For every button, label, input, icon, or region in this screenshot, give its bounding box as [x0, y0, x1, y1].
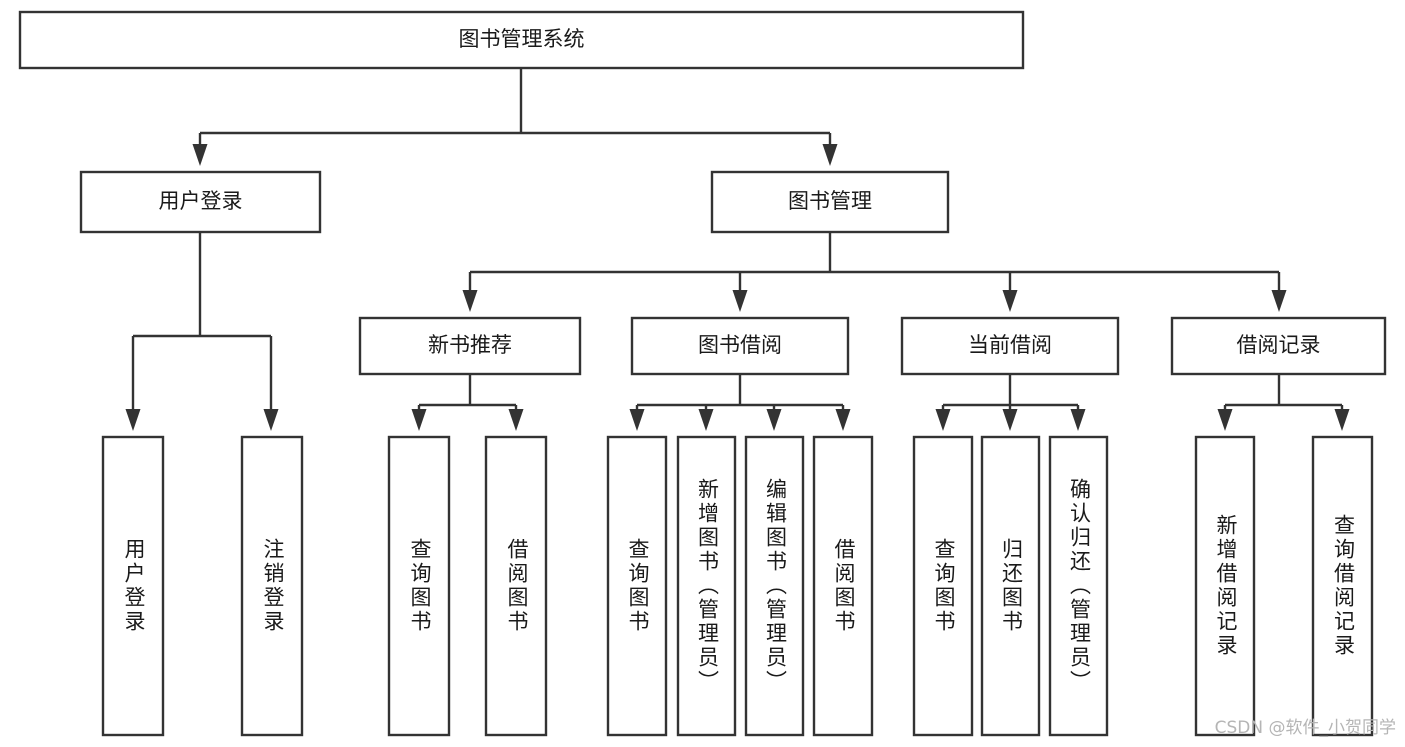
node-label-borrow-record: 借阅记录	[1237, 333, 1321, 357]
node-current-borrow[interactable]: 当前借阅	[900, 316, 1120, 376]
node-box-new-book-rec[interactable]	[358, 316, 582, 376]
node-leaf-cb-confirm[interactable]: 确认归还（管理员）	[1048, 435, 1109, 737]
node-box-leaf-cb-confirm[interactable]	[1048, 435, 1109, 737]
node-leaf-user-logout[interactable]: 注销登录	[240, 435, 304, 737]
node-leaf-bb-add[interactable]: 新增图书（管理员）	[676, 435, 737, 737]
node-label-user-login: 用户登录	[159, 189, 243, 213]
node-box-leaf-rec-query[interactable]	[387, 435, 451, 737]
node-book-manage[interactable]: 图书管理	[710, 170, 950, 234]
node-label-leaf-bb-edit: 编辑图书（管理员）	[764, 478, 788, 694]
node-leaf-user-login[interactable]: 用户登录	[101, 435, 165, 737]
conn-root	[192, 68, 838, 166]
node-box-book-manage[interactable]	[710, 170, 950, 234]
node-label-leaf-cb-return: 归还图书	[1000, 538, 1024, 634]
node-leaf-cb-query[interactable]: 查询图书	[912, 435, 974, 737]
conn-new-book-rec-arrow-icon-0	[411, 409, 427, 431]
conn-book-borrow-arrow-icon-3	[835, 409, 851, 431]
node-user-login[interactable]: 用户登录	[79, 170, 322, 234]
node-new-book-rec[interactable]: 新书推荐	[358, 316, 582, 376]
node-label-book-borrow: 图书借阅	[698, 333, 782, 357]
node-leaf-rec-borrow[interactable]: 借阅图书	[484, 435, 548, 737]
conn-user-login-arrow-icon-1	[263, 409, 279, 431]
conn-new-book-rec-arrow-icon-1	[508, 409, 524, 431]
node-leaf-cb-return[interactable]: 归还图书	[980, 435, 1041, 737]
node-borrow-record[interactable]: 借阅记录	[1170, 316, 1387, 376]
conn-book-manage-arrow-icon-0	[462, 290, 478, 312]
node-label-leaf-cb-query: 查询图书	[932, 538, 956, 634]
node-label-leaf-user-login: 用户登录	[122, 538, 146, 634]
conn-borrow-record	[1217, 374, 1350, 431]
connector-layer	[125, 68, 1350, 431]
node-label-new-book-rec: 新书推荐	[428, 333, 512, 357]
conn-borrow-record-arrow-icon-0	[1217, 409, 1233, 431]
node-box-leaf-cb-return[interactable]	[980, 435, 1041, 737]
node-layer: 图书管理系统用户登录图书管理新书推荐图书借阅当前借阅借阅记录用户登录注销登录查询…	[18, 10, 1387, 737]
node-label-leaf-cb-confirm: 确认归还（管理员）	[1068, 478, 1092, 694]
node-label-root: 图书管理系统	[459, 27, 585, 51]
node-leaf-rec-query[interactable]: 查询图书	[387, 435, 451, 737]
conn-book-manage-arrow-icon-3	[1271, 290, 1287, 312]
node-box-borrow-record[interactable]	[1170, 316, 1387, 376]
node-box-leaf-user-login[interactable]	[101, 435, 165, 737]
conn-book-borrow-arrow-icon-2	[766, 409, 782, 431]
node-label-current-borrow: 当前借阅	[968, 333, 1052, 357]
conn-current-borrow	[935, 374, 1086, 431]
node-box-root[interactable]	[18, 10, 1025, 70]
node-leaf-bb-query[interactable]: 查询图书	[606, 435, 668, 737]
node-label-leaf-rec-borrow: 借阅图书	[505, 538, 529, 634]
conn-root-arrow-icon-1	[822, 144, 838, 166]
node-box-user-login[interactable]	[79, 170, 322, 234]
node-label-leaf-bb-borrow: 借阅图书	[832, 538, 856, 634]
node-leaf-bb-borrow[interactable]: 借阅图书	[812, 435, 874, 737]
node-box-leaf-br-query[interactable]	[1311, 435, 1374, 737]
conn-book-borrow-arrow-icon-1	[698, 409, 714, 431]
node-leaf-br-add[interactable]: 新增借阅记录	[1194, 435, 1256, 737]
node-box-book-borrow[interactable]	[630, 316, 850, 376]
node-label-leaf-bb-add: 新增图书（管理员）	[696, 478, 720, 694]
node-box-leaf-bb-edit[interactable]	[744, 435, 805, 737]
node-box-leaf-rec-borrow[interactable]	[484, 435, 548, 737]
node-box-leaf-bb-add[interactable]	[676, 435, 737, 737]
conn-user-login-arrow-icon-0	[125, 409, 141, 431]
conn-book-borrow-arrow-icon-0	[629, 409, 645, 431]
node-label-leaf-br-query: 查询借阅记录	[1332, 514, 1356, 658]
node-book-borrow[interactable]: 图书借阅	[630, 316, 850, 376]
conn-current-borrow-arrow-icon-1	[1002, 409, 1018, 431]
conn-current-borrow-arrow-icon-2	[1070, 409, 1086, 431]
node-box-leaf-bb-borrow[interactable]	[812, 435, 874, 737]
conn-book-manage-arrow-icon-1	[732, 290, 748, 312]
node-leaf-bb-edit[interactable]: 编辑图书（管理员）	[744, 435, 805, 737]
node-label-leaf-bb-query: 查询图书	[626, 538, 650, 634]
conn-root-arrow-icon-0	[192, 144, 208, 166]
node-leaf-br-query[interactable]: 查询借阅记录	[1311, 435, 1374, 737]
node-label-leaf-user-logout: 注销登录	[261, 538, 285, 634]
conn-current-borrow-arrow-icon-0	[935, 409, 951, 431]
node-box-leaf-user-logout[interactable]	[240, 435, 304, 737]
node-box-current-borrow[interactable]	[900, 316, 1120, 376]
node-box-leaf-bb-query[interactable]	[606, 435, 668, 737]
conn-book-manage	[462, 232, 1287, 312]
csdn-watermark: CSDN @软件_小贺同学	[1215, 718, 1396, 738]
conn-book-borrow	[629, 374, 851, 431]
node-box-leaf-br-add[interactable]	[1194, 435, 1256, 737]
conn-new-book-rec	[411, 374, 524, 431]
conn-book-manage-arrow-icon-2	[1002, 290, 1018, 312]
node-label-leaf-rec-query: 查询图书	[408, 538, 432, 634]
conn-borrow-record-arrow-icon-1	[1334, 409, 1350, 431]
node-label-leaf-br-add: 新增借阅记录	[1214, 514, 1238, 658]
node-root[interactable]: 图书管理系统	[18, 10, 1025, 70]
conn-user-login	[125, 232, 279, 431]
node-box-leaf-cb-query[interactable]	[912, 435, 974, 737]
node-label-book-manage: 图书管理	[788, 189, 872, 213]
